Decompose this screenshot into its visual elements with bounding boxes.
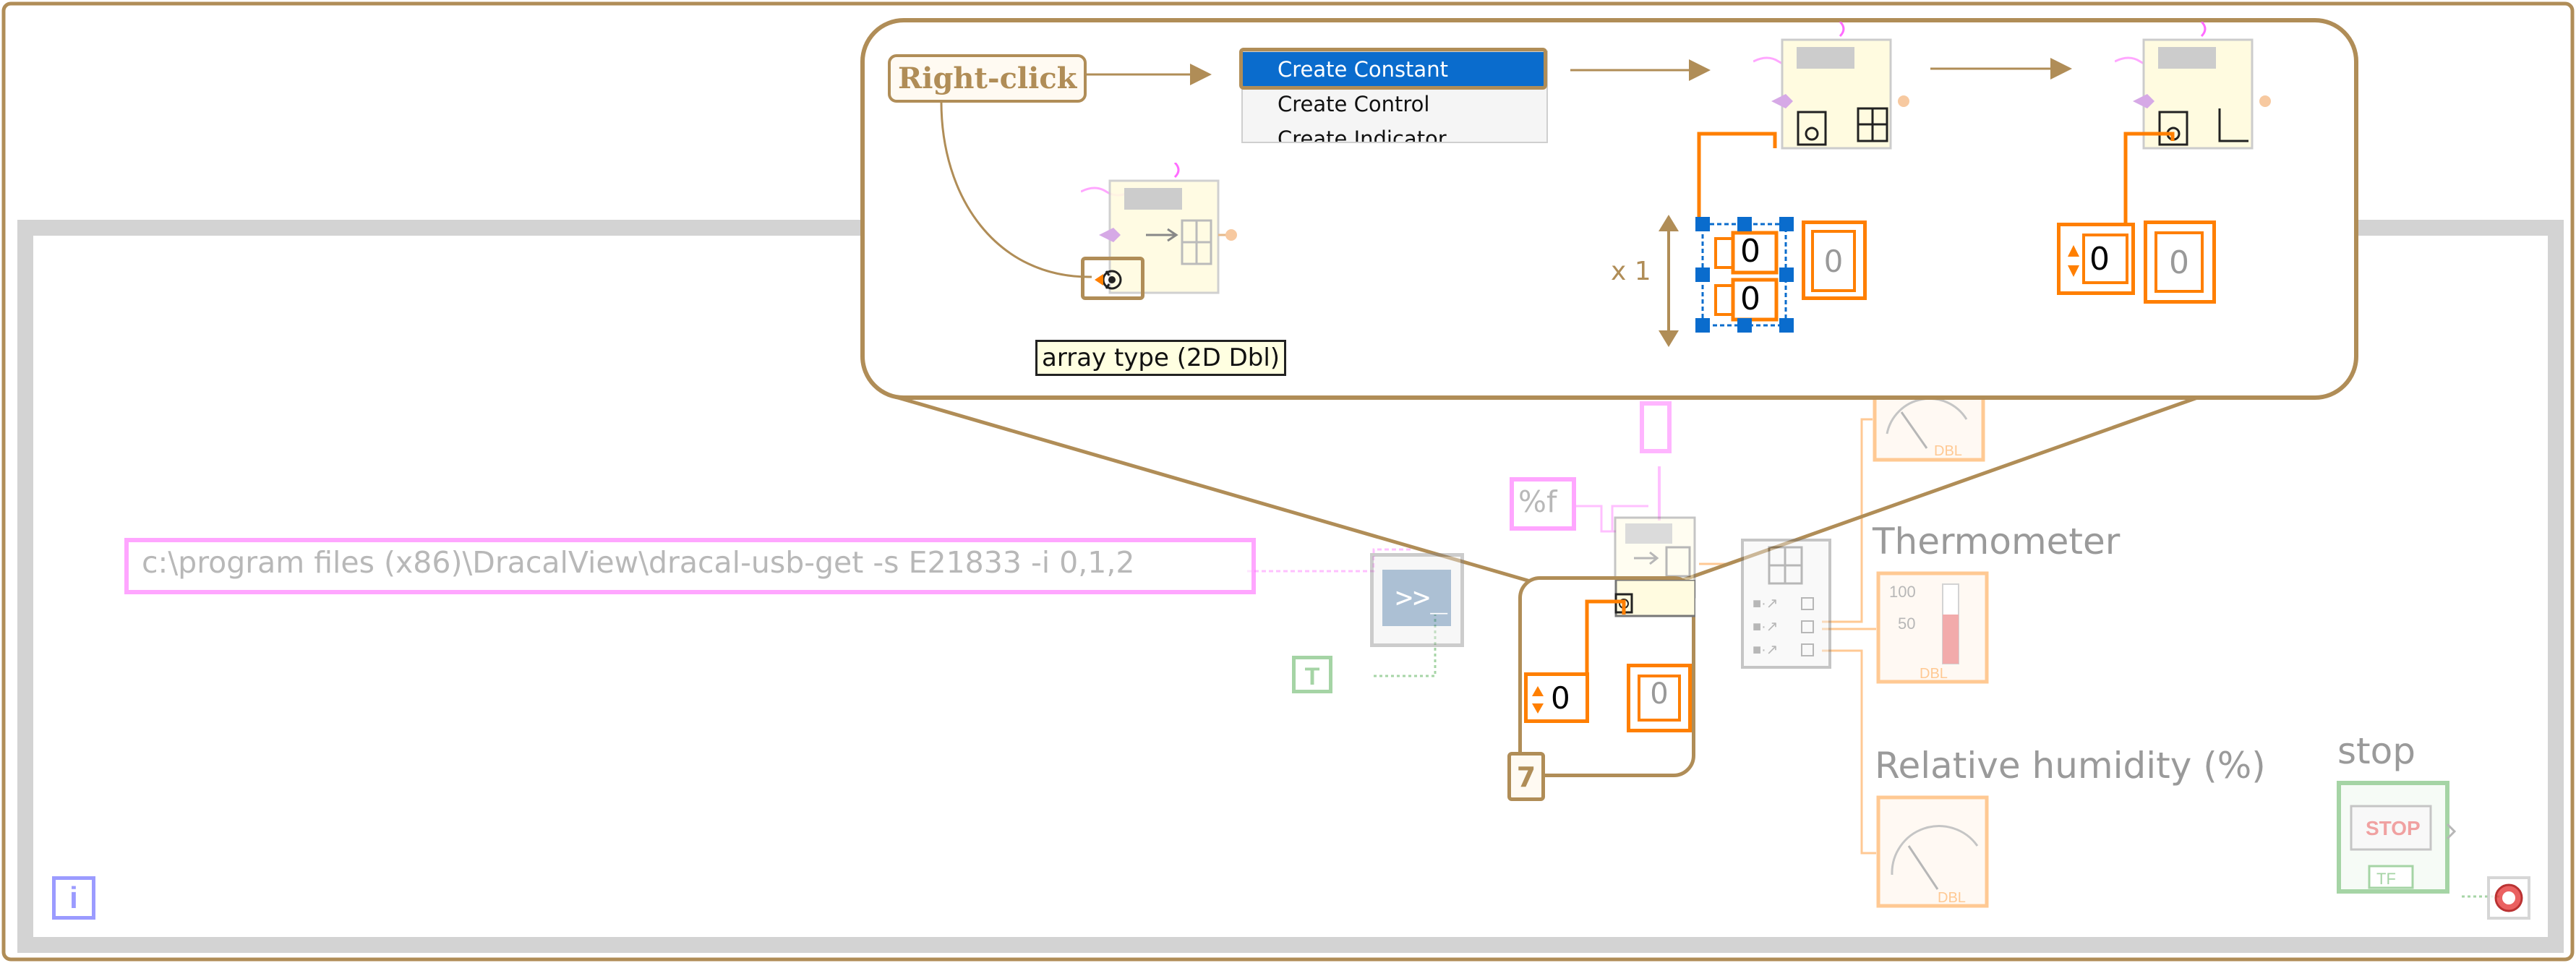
svg-text:■·↗: ■·↗ bbox=[1753, 619, 1779, 635]
indicator-2-value: 0 bbox=[1823, 244, 1844, 279]
stop-button-text: STOP bbox=[2366, 817, 2421, 839]
thermo-scale-50: 50 bbox=[1898, 615, 1915, 633]
right-click-label: Right-click bbox=[888, 54, 1087, 103]
format-string-text: %f bbox=[1518, 484, 1557, 519]
array-indicator-cell: 0 bbox=[1638, 675, 1681, 722]
array-constant-2d[interactable]: 0 0 bbox=[1695, 217, 1797, 333]
humidity-gauge-indicator[interactable]: DBL bbox=[1876, 795, 1992, 911]
humidity-type-text: DBL bbox=[1938, 890, 1966, 906]
thermometer-label: Thermometer bbox=[1873, 521, 2121, 562]
result-array-indicator[interactable]: 0 bbox=[2144, 221, 2216, 304]
increment-arrows bbox=[1532, 686, 1544, 714]
gauge-icon: DBL bbox=[1876, 795, 1989, 908]
tooltip: array type (2D Dbl) bbox=[1035, 340, 1287, 376]
thermo-scale-100: 100 bbox=[1889, 583, 1916, 601]
system-exec-node[interactable]: >>_ bbox=[1370, 553, 1464, 647]
index-array-icon: ■·↗ ■·↗ ■·↗ bbox=[1753, 546, 1814, 658]
context-menu[interactable]: Create Constant Create Control Create In… bbox=[1241, 51, 1548, 143]
background-wires bbox=[1247, 418, 2502, 898]
resize-label: x 1 bbox=[1611, 257, 1651, 286]
stop-button-icon: STOP TF bbox=[2337, 781, 2456, 894]
menu-item-create-constant[interactable]: Create Constant bbox=[1243, 52, 1546, 87]
numeric-constant-text: 0 bbox=[1551, 680, 1570, 716]
gauge-icon: DBL bbox=[1873, 390, 1985, 462]
array-indicator-2-cell: 0 bbox=[1811, 230, 1856, 292]
stop-label: stop bbox=[2337, 730, 2415, 772]
gauge-indicator-top[interactable]: DBL bbox=[1873, 390, 1988, 463]
svg-text:■·↗: ■·↗ bbox=[1753, 642, 1779, 658]
terminal-icon: >>_ bbox=[1382, 570, 1451, 626]
result-wire bbox=[2123, 132, 2175, 235]
result-indicator-value: 0 bbox=[2169, 244, 2189, 281]
humidity-label: Relative humidity (%) bbox=[1875, 745, 2266, 787]
spreadsheet-string-to-array-icon bbox=[2115, 22, 2271, 150]
boolean-text: T bbox=[1304, 663, 1320, 690]
thermometer-indicator[interactable]: 100 50 DBL bbox=[1876, 571, 1992, 687]
stop-button-terminal[interactable]: STOP TF bbox=[2337, 781, 2456, 896]
stop-terminal-text: TF bbox=[2376, 870, 2396, 888]
format-string-constant[interactable]: %f bbox=[1510, 477, 1576, 531]
result-constant-cell: 0 bbox=[2082, 234, 2128, 284]
array-indicator-2[interactable]: 0 bbox=[1802, 221, 1867, 300]
iteration-text: i bbox=[69, 881, 78, 915]
step-number-text: 7 bbox=[1516, 761, 1536, 793]
result-constant-value: 0 bbox=[2089, 241, 2110, 278]
array-indicator-frame[interactable]: 0 bbox=[1627, 664, 1692, 732]
command-string-text: c:\program files (x86)\DracalView\dracal… bbox=[142, 545, 1135, 580]
loop-condition-terminal[interactable] bbox=[2487, 876, 2530, 920]
result-numeric-constant[interactable]: 0 bbox=[2057, 223, 2135, 295]
numeric-constant[interactable]: 0 bbox=[1524, 672, 1589, 723]
gauge-type-text: DBL bbox=[1934, 443, 1962, 459]
spreadsheet-string-to-array-icon bbox=[1081, 163, 1237, 294]
constant-wire bbox=[1697, 132, 1777, 228]
thermometer-icon: 100 50 DBL bbox=[1876, 571, 1989, 684]
stop-sign-icon bbox=[2494, 883, 2523, 912]
command-string-constant[interactable]: c:\program files (x86)\DracalView\dracal… bbox=[124, 538, 1256, 594]
constant-value-2: 0 bbox=[1740, 281, 1760, 317]
highlight-content bbox=[1585, 580, 1695, 681]
string-stub bbox=[1640, 401, 1672, 453]
index-array-node[interactable]: ■·↗ ■·↗ ■·↗ bbox=[1741, 539, 1831, 669]
spreadsheet-string-to-array-icon bbox=[1753, 22, 1909, 150]
pointer-icon bbox=[1095, 270, 1122, 290]
callout-node-hover[interactable] bbox=[1081, 163, 1240, 307]
constant-value-1: 0 bbox=[1740, 233, 1760, 270]
callout-node-constant[interactable] bbox=[1753, 22, 1916, 170]
thermo-type-text: DBL bbox=[1920, 666, 1948, 682]
step-number-badge: 7 bbox=[1507, 752, 1545, 801]
svg-text:>>_: >>_ bbox=[1395, 581, 1448, 615]
array-type-terminal-highlight bbox=[1081, 257, 1144, 300]
callout-arrows bbox=[940, 58, 2072, 347]
highlight-box: 0 0 bbox=[1518, 576, 1695, 777]
selection-handles bbox=[1695, 217, 1794, 333]
callout-node-result[interactable] bbox=[2115, 22, 2277, 170]
increment-arrows bbox=[2068, 245, 2079, 277]
boolean-true-constant[interactable]: T bbox=[1292, 656, 1332, 693]
result-indicator-cell: 0 bbox=[2154, 231, 2204, 293]
indicator-value: 0 bbox=[1650, 677, 1669, 711]
menu-item-create-control[interactable]: Create Control bbox=[1278, 92, 1430, 116]
menu-highlight-frame bbox=[1239, 48, 1547, 90]
menu-item-create-indicator[interactable]: Create Indicator bbox=[1278, 127, 1447, 143]
svg-text:■·↗: ■·↗ bbox=[1753, 596, 1779, 612]
loop-iteration-icon: i bbox=[52, 876, 95, 920]
